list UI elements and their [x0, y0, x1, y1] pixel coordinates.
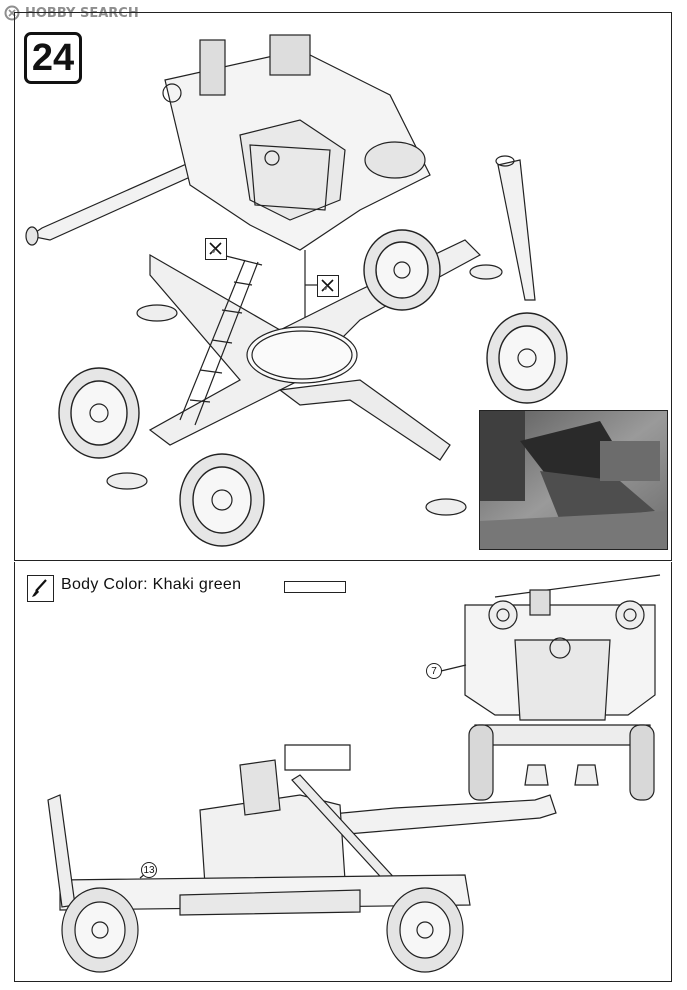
- watermark-text: HOBBY SEARCH: [25, 5, 139, 21]
- no-glue-symbol-icon: [205, 238, 227, 260]
- part-callout: 7: [426, 663, 442, 679]
- assembly-step-panel: [14, 12, 672, 561]
- body-color-label: Body Color: Khaki green: [61, 576, 242, 593]
- body-color-swatch: [284, 581, 346, 593]
- reference-photo: [479, 410, 668, 550]
- part-callout: 13: [141, 862, 157, 878]
- painting-guide-panel: [14, 562, 672, 982]
- paint-brush-icon: [27, 575, 54, 602]
- step-number: 24: [24, 32, 82, 84]
- no-glue-symbol-icon: [317, 275, 339, 297]
